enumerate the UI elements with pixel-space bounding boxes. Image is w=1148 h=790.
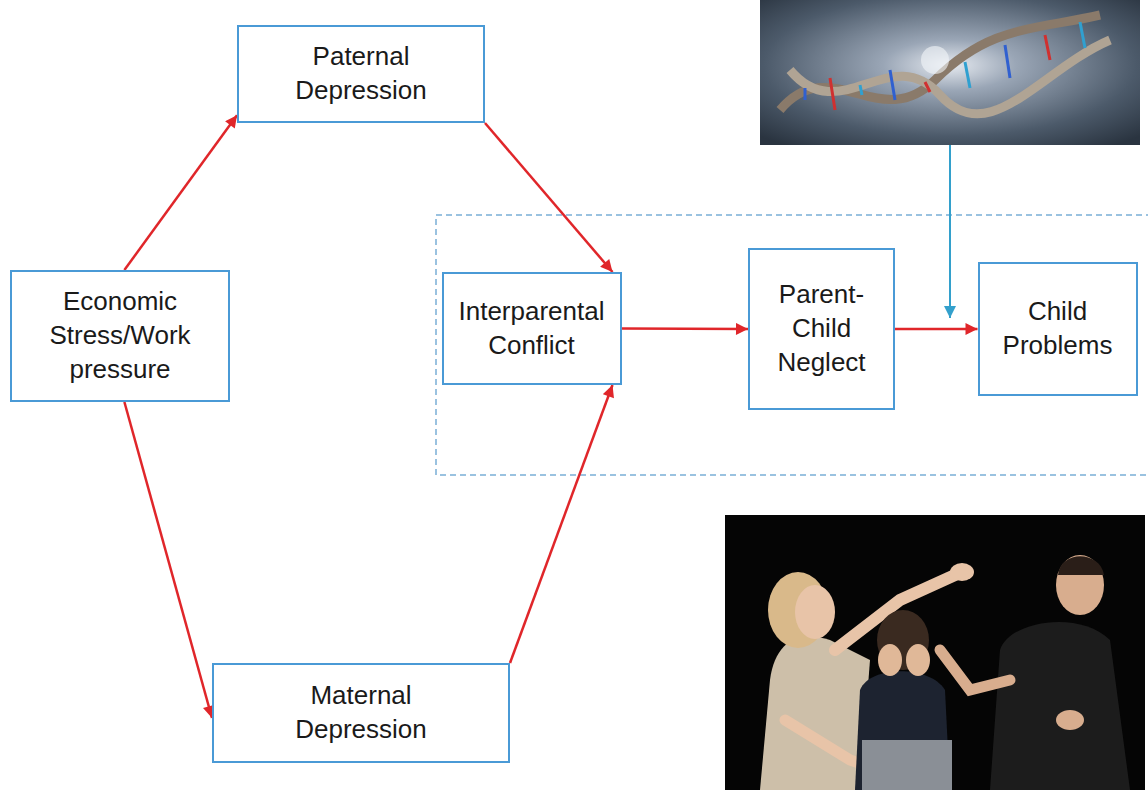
process-box: Paternal Depression bbox=[237, 25, 485, 123]
arrow-connector bbox=[622, 327, 749, 330]
arrow-connector bbox=[124, 402, 212, 718]
dna-rung bbox=[804, 88, 807, 100]
box-label: Economic Stress/Work pressure bbox=[25, 285, 215, 386]
dna-rung bbox=[1045, 35, 1050, 60]
dna-rung bbox=[965, 62, 970, 88]
arrow-connector bbox=[124, 115, 237, 270]
woman-face bbox=[795, 585, 835, 639]
process-box: Child Problems bbox=[978, 262, 1138, 396]
dna-rung bbox=[860, 85, 862, 95]
dna-rung bbox=[830, 78, 835, 110]
man-hand bbox=[1056, 710, 1084, 730]
process-box: Parent- Child Neglect bbox=[748, 248, 895, 410]
boy-hand bbox=[906, 644, 930, 676]
arrow-connector bbox=[510, 385, 613, 663]
box-label: Interparental Conflict bbox=[452, 295, 612, 363]
man-body bbox=[990, 622, 1130, 790]
man-face bbox=[1056, 555, 1104, 615]
dna-rung bbox=[1080, 22, 1085, 48]
boy-hand bbox=[878, 644, 902, 676]
dna-background bbox=[760, 0, 1140, 145]
box-label: Child Problems bbox=[988, 295, 1128, 363]
arrow-connector bbox=[485, 123, 613, 272]
family-photo bbox=[725, 515, 1145, 790]
box-label: Maternal Depression bbox=[261, 679, 461, 747]
dna-image bbox=[760, 0, 1140, 145]
man-hair bbox=[1058, 556, 1104, 575]
moderator-arrow bbox=[949, 145, 951, 318]
dna-glow bbox=[921, 46, 949, 74]
boy-trousers bbox=[862, 740, 952, 790]
dashed-region bbox=[436, 215, 1148, 475]
process-box: Interparental Conflict bbox=[442, 272, 622, 385]
woman-hand bbox=[950, 563, 974, 581]
man-arm bbox=[940, 650, 1010, 690]
box-label: Paternal Depression bbox=[261, 40, 461, 108]
dna-strand bbox=[790, 40, 1110, 114]
dna-rung bbox=[890, 70, 895, 100]
arrow-connector bbox=[895, 328, 978, 331]
process-box: Maternal Depression bbox=[212, 663, 510, 763]
process-box: Economic Stress/Work pressure bbox=[10, 270, 230, 402]
dna-rung bbox=[925, 82, 930, 92]
photo-background bbox=[725, 515, 1145, 790]
box-label: Parent- Child Neglect bbox=[767, 278, 877, 379]
dna-rung bbox=[1005, 45, 1010, 78]
